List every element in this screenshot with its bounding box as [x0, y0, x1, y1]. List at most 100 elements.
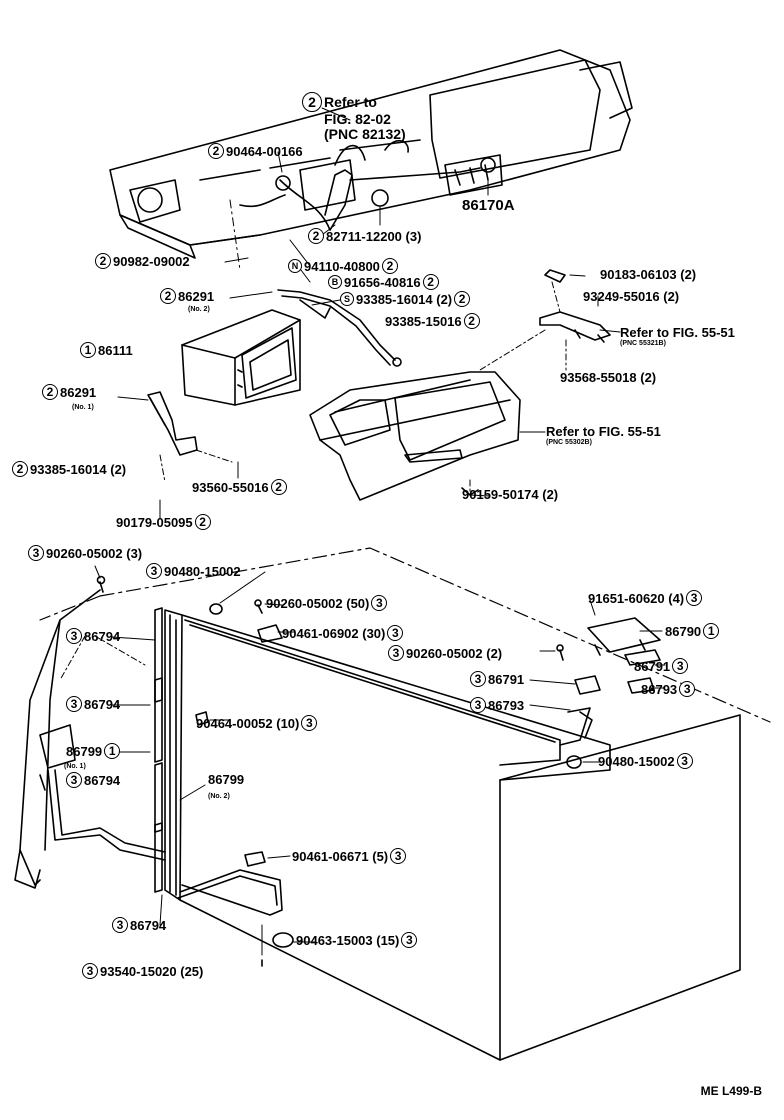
callout-circle: 1 — [80, 342, 96, 358]
side-body-panel — [14, 589, 166, 889]
part-number: 86799 — [66, 743, 103, 759]
part-number: 93560-55016 — [192, 479, 269, 495]
callout-circle: 3 — [112, 917, 128, 933]
part-number: 86291 — [178, 288, 215, 304]
part-label: 93249-55016 (2) — [583, 290, 679, 303]
sub-no2-a: (No. 2) — [188, 306, 210, 313]
part-number: 90260-05002 (3) — [46, 545, 143, 561]
ref-main: Refer to FIG. 55-51 — [620, 325, 735, 340]
part-number: 86799 — [208, 772, 245, 787]
fastener-symbol: S — [340, 292, 354, 306]
callout-circle: 2 — [454, 291, 471, 307]
part-label: 90461-06902 (30)3 — [282, 625, 404, 641]
part-number: 93385-15016 — [385, 313, 462, 329]
part-number: 90463-15003 (15) — [296, 932, 400, 948]
part-label: 86799 — [208, 773, 244, 786]
right-brackets — [461, 269, 621, 497]
part-number: 90464-00052 (10) — [196, 715, 300, 731]
callout-circle: 3 — [390, 848, 407, 864]
ref-sub: (PNC 55321B) — [620, 339, 666, 347]
diagram-code: ME L499-B — [700, 1084, 762, 1098]
part-number: 86793 — [488, 697, 525, 713]
callout-circle: 2 — [463, 313, 480, 329]
callout-circle: 2 — [381, 258, 398, 274]
callout-circle: 3 — [679, 681, 696, 697]
part-number: 94110-40800 — [304, 258, 380, 274]
sub-no2-b: (No. 2) — [208, 793, 230, 800]
callout-circle: 3 — [66, 628, 82, 644]
callout-circle: 3 — [387, 625, 404, 641]
part-number: 90159-50174 (2) — [462, 487, 559, 502]
part-number: 90461-06902 (30) — [282, 625, 386, 641]
callout-circle: 2 — [308, 228, 324, 244]
callout-circle: 2 — [12, 461, 28, 477]
part-number: 90480-15002 — [598, 753, 675, 769]
part-number: 86291 — [60, 384, 97, 400]
part-number: 86791 — [634, 658, 671, 674]
part-86170a: 86170A — [462, 197, 515, 214]
instrument-panel — [109, 49, 633, 259]
callout-circle: 3 — [301, 715, 318, 731]
sub-no1-a: (No. 1) — [72, 404, 94, 411]
part-number: 86111 — [98, 342, 133, 358]
callout-circle: 3 — [676, 753, 693, 769]
callout-circle: 3 — [66, 772, 82, 788]
callout-circle: 2 — [422, 274, 439, 290]
part-label: 90461-06671 (5)3 — [292, 848, 407, 864]
part-number: 93568-55018 (2) — [560, 370, 657, 385]
ref-sub: (PNC 55302B) — [546, 438, 592, 446]
part-number: 93249-55016 (2) — [583, 289, 680, 304]
part-number: 86790 — [665, 623, 702, 639]
fastener-symbol: N — [288, 259, 302, 273]
partition-panel — [164, 609, 741, 1061]
hardware — [96, 575, 661, 967]
part-number: 86794 — [84, 696, 121, 712]
part-number: 91656-40816 — [344, 274, 421, 290]
part-label: 90183-06103 (2) — [600, 268, 696, 281]
sub-no1-b: (No. 1) — [64, 763, 86, 770]
callout-circle: 3 — [401, 932, 418, 948]
callout-circle: 2 — [95, 253, 111, 269]
cargo-area-outline — [39, 547, 771, 723]
callout-circle: 3 — [672, 658, 689, 674]
callout-circle: 3 — [686, 590, 703, 606]
part-label: 93568-55018 (2) — [560, 371, 656, 384]
ref-line-3: (PNC 82132) — [324, 125, 406, 142]
fastener-symbol: B — [328, 275, 342, 289]
part-label: 90463-15003 (15)3 — [296, 932, 418, 948]
callout-circle: 2 — [302, 92, 322, 112]
callout-circle: 2 — [160, 288, 176, 304]
callout-circle: 2 — [42, 384, 58, 400]
part-number: 90480-15002 — [164, 563, 241, 579]
callout-circle: 3 — [28, 545, 44, 561]
refer-fig-82-02: 2 Refer to FIG. 82-02 (PNC 82132) — [302, 92, 406, 141]
part-number: 90260-05002 (2) — [406, 645, 503, 661]
part-number: 86794 — [84, 628, 121, 644]
part-number: 86793 — [641, 681, 678, 697]
part-number: 90183-06103 (2) — [600, 267, 697, 282]
callout-circle: 1 — [703, 623, 720, 639]
